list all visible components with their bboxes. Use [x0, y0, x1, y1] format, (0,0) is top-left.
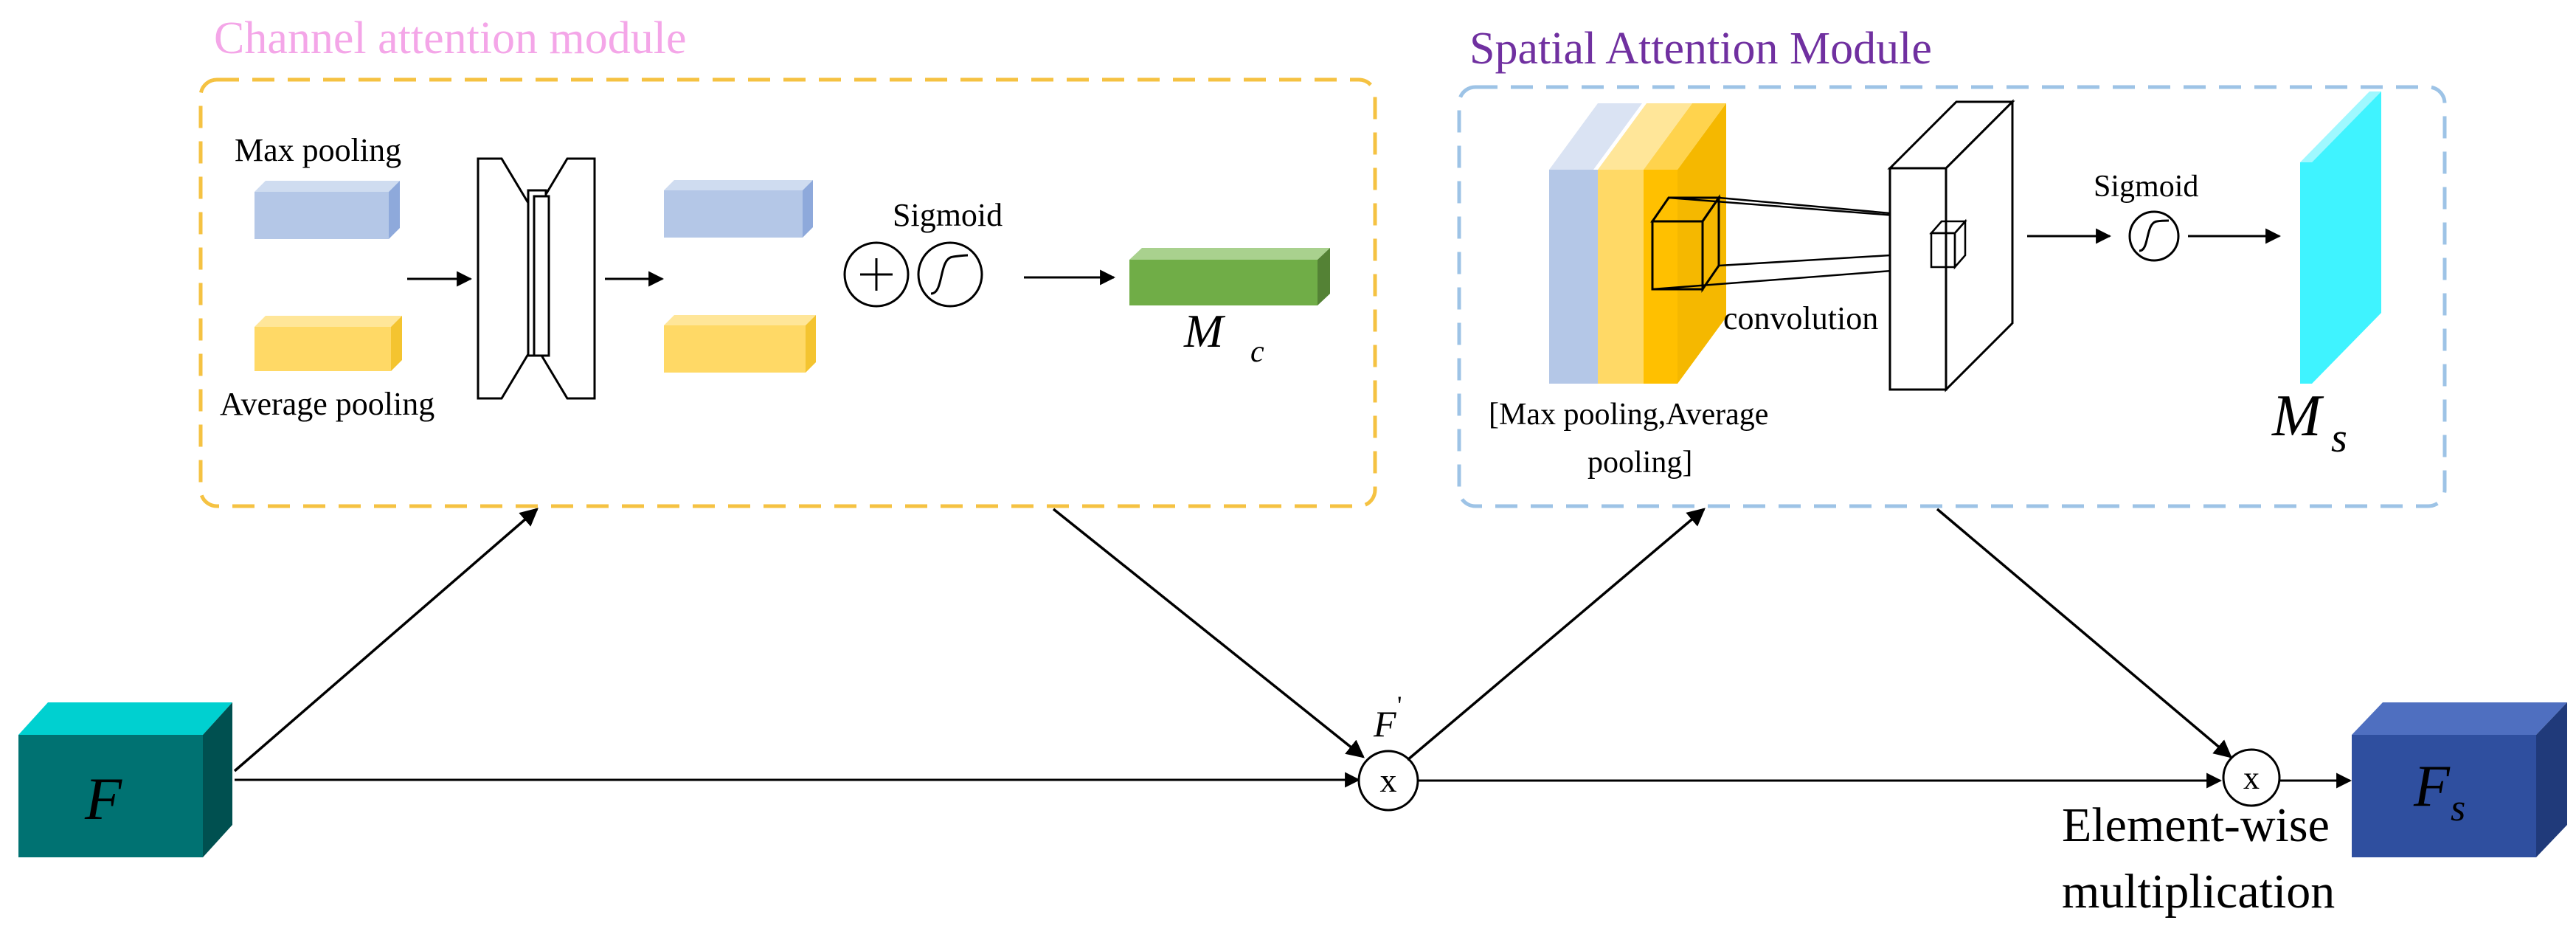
conv-output-map: [1887, 99, 2015, 393]
shared-mlp: [477, 157, 596, 400]
average-pooling-label: Average pooling: [220, 386, 434, 422]
channel-module-title: Channel attention module: [214, 13, 687, 63]
channel-to-multiply-arrow: [1052, 508, 1365, 758]
spatial-module-title: Spatial Attention Module: [1469, 24, 1932, 74]
spatial-sigmoid-label: Sigmoid: [2094, 170, 2198, 204]
multiply-icon-2: x: [2222, 748, 2281, 807]
input-to-channel-arrow: [233, 508, 539, 772]
avg-pool-block: [255, 316, 402, 371]
spatial-sigmoid-icon: [2128, 210, 2180, 262]
svg-text:x: x: [2243, 760, 2260, 796]
convolution-label: convolution: [1723, 300, 1878, 336]
mc-label: M: [1183, 305, 1226, 357]
multiply-to-spatial-arrow: [1406, 508, 1706, 761]
output-feature-block: [2352, 702, 2567, 857]
ms-block: [2300, 91, 2381, 384]
sigmoid-icon: [917, 241, 983, 308]
ms-subscript: s: [2331, 415, 2347, 461]
max-pool-block: [255, 181, 400, 239]
input-label: F: [84, 765, 122, 832]
elementwise-label-line2: multiplication: [2062, 865, 2335, 919]
pool-label-line2: pooling]: [1588, 446, 1692, 480]
intermediate-prime: ': [1397, 691, 1402, 720]
mc-subscript: c: [1250, 335, 1264, 369]
svg-text:x: x: [1380, 761, 1397, 799]
ms-label: M: [2271, 384, 2324, 449]
channel-sigmoid-label: Sigmoid: [893, 197, 1003, 233]
pooled-feature-maps: [1549, 103, 1726, 384]
input-feature-block: [18, 702, 232, 857]
add-icon: [843, 241, 910, 308]
max-pooling-label: Max pooling: [235, 132, 401, 168]
spatial-module-box: [1457, 85, 2447, 508]
mc-block: [1129, 248, 1330, 305]
pool-label-line1: [Max pooling,Average: [1489, 398, 1768, 432]
spatial-to-multiply-arrow: [1936, 508, 2232, 758]
mlp-out-max-block: [664, 180, 813, 238]
elementwise-label-line1: Element-wise: [2062, 798, 2330, 852]
channel-module-box: [198, 77, 1377, 508]
output-label: F: [2413, 754, 2451, 819]
intermediate-label: F: [1373, 703, 1396, 744]
output-subscript: s: [2451, 787, 2465, 829]
conv-output-cell: [1929, 218, 1967, 270]
mlp-out-avg-block: [664, 315, 816, 373]
